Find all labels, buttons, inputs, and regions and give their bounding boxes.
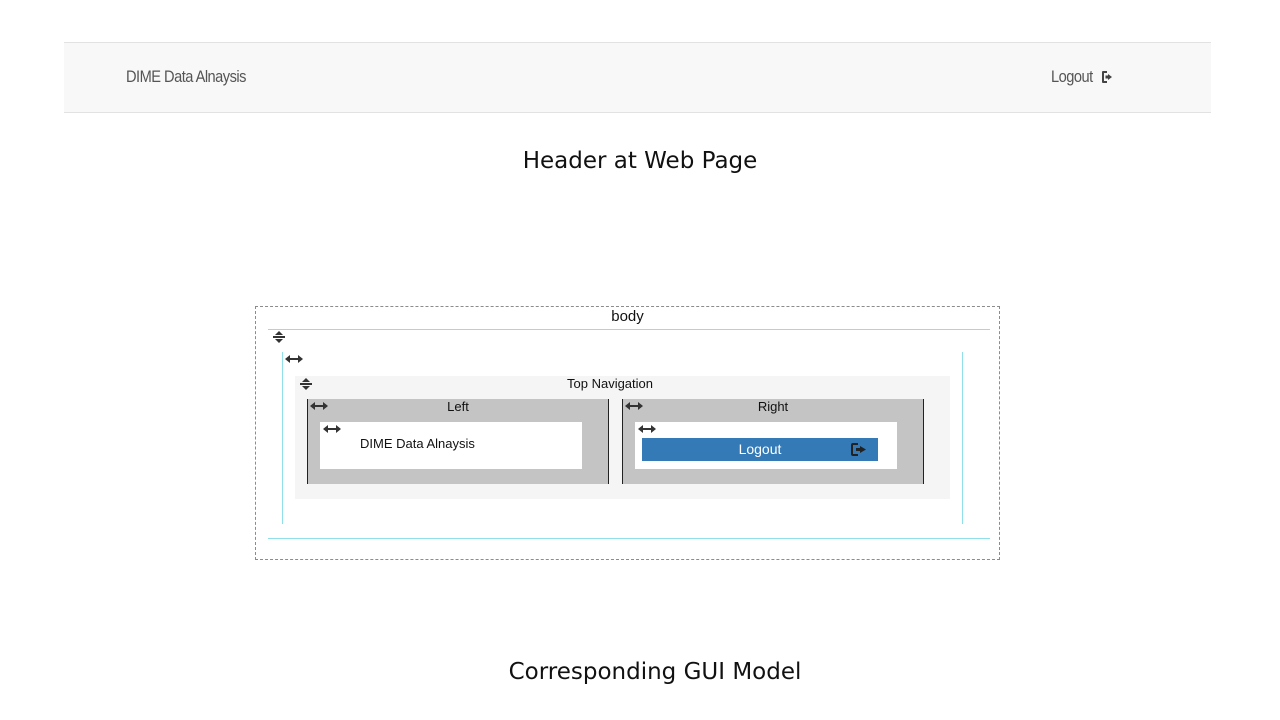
right-panel: Right Logout bbox=[622, 399, 924, 484]
top-navigation: Top Navigation Left DIME Data Alnaysis R… bbox=[295, 376, 950, 499]
sign-out-icon bbox=[851, 443, 866, 456]
horizontal-layout-icon bbox=[638, 425, 656, 433]
body-label: body bbox=[611, 308, 644, 325]
vertical-layout-icon bbox=[273, 331, 285, 343]
right-panel-label: Right bbox=[757, 399, 789, 414]
left-panel: Left DIME Data Alnaysis bbox=[307, 399, 609, 484]
horizontal-layout-icon bbox=[310, 402, 328, 410]
horizontal-layout-icon bbox=[285, 355, 303, 363]
logout-link[interactable]: Logout bbox=[1051, 67, 1115, 87]
gui-model-caption: Corresponding GUI Model bbox=[508, 659, 802, 685]
top-navigation-label: Top Navigation bbox=[567, 376, 653, 391]
gui-model-body: body Top Navigation Left DIME Data Alnay… bbox=[255, 306, 1000, 560]
guide-line-left bbox=[282, 352, 283, 524]
left-panel-label: Left bbox=[447, 399, 469, 414]
logout-button-label: Logout bbox=[738, 441, 782, 457]
logout-container: Logout bbox=[635, 422, 897, 469]
brand-text[interactable]: DIME Data Alnaysis bbox=[360, 436, 475, 451]
vertical-layout-icon bbox=[300, 378, 312, 390]
brand-container: DIME Data Alnaysis bbox=[320, 422, 582, 469]
logout-link-label: Logout bbox=[1051, 67, 1093, 86]
header-caption: Header at Web Page bbox=[522, 148, 758, 174]
logout-button[interactable]: Logout bbox=[642, 438, 878, 461]
guide-line-top bbox=[268, 329, 990, 330]
web-page-header: DIME Data Alnaysis Logout bbox=[64, 42, 1211, 113]
brand-link[interactable]: DIME Data Alnaysis bbox=[126, 67, 246, 86]
guide-line-right bbox=[962, 352, 963, 524]
sign-out-icon bbox=[1102, 71, 1113, 83]
horizontal-layout-icon bbox=[323, 425, 341, 433]
horizontal-layout-icon bbox=[625, 402, 643, 410]
guide-line-bottom bbox=[268, 538, 990, 539]
